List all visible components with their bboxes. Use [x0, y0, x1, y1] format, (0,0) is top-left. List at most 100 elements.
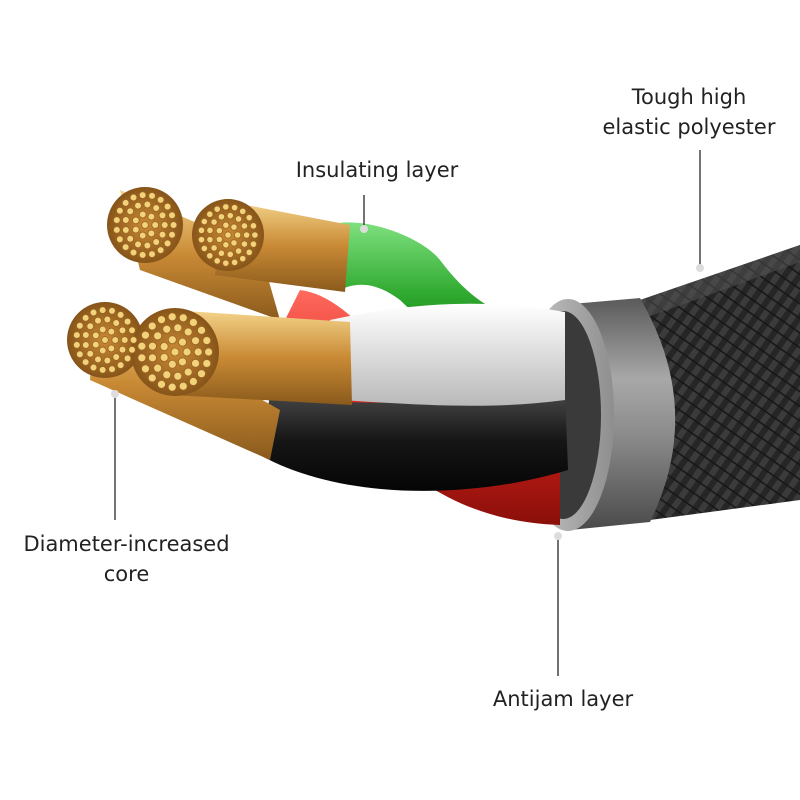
copper-strand-1 — [213, 257, 221, 265]
leader-dot-tough — [696, 264, 704, 272]
label-antijam-text: Antijam layer — [492, 687, 634, 711]
copper-strand-0 — [122, 216, 130, 224]
copper-strand-2 — [123, 317, 132, 326]
copper-strand-0 — [122, 226, 130, 234]
copper-strand-1 — [234, 215, 243, 223]
copper-strand-2 — [129, 336, 138, 344]
copper-strand-2 — [81, 314, 90, 322]
copper-strand-2 — [128, 326, 136, 335]
copper-strand-2 — [101, 336, 109, 344]
copper-strand-2 — [92, 331, 100, 340]
copper-strand-2 — [94, 355, 102, 364]
copper-strand-2 — [92, 340, 100, 349]
copper-strand-2 — [128, 345, 136, 354]
copper-strand-1 — [230, 258, 239, 266]
copper-strand-2 — [86, 322, 95, 331]
copper-strand-0 — [116, 206, 124, 215]
copper-strand-0 — [138, 231, 147, 240]
copper-strand-3 — [188, 318, 198, 327]
copper-strand-3 — [204, 347, 214, 357]
copper-strand-3 — [167, 359, 177, 369]
copper-strand-1 — [206, 226, 214, 234]
copper-strand-2 — [108, 365, 116, 373]
copper-strand-0 — [147, 212, 156, 221]
copper-strand-3 — [141, 330, 150, 340]
copper-strand-2 — [111, 336, 119, 344]
copper-strand-0 — [121, 243, 130, 251]
copper-strand-3 — [137, 341, 147, 351]
copper-strand-2 — [108, 307, 116, 315]
copper-strand-2 — [98, 325, 107, 334]
copper-strand-1 — [200, 244, 208, 253]
copper-strand-1 — [210, 244, 218, 252]
copper-strand-0 — [168, 230, 176, 239]
copper-strand-1 — [239, 207, 247, 215]
copper-strand-1 — [226, 212, 234, 220]
copper-strand-3 — [170, 347, 180, 357]
copper-strand-3 — [157, 315, 166, 325]
copper-strand-3 — [183, 327, 193, 337]
label-tough-line2: elastic polyester — [602, 115, 776, 139]
copper-strand-0 — [141, 221, 149, 229]
label-diameter-line1: Diameter-increased — [23, 532, 230, 556]
copper-strand-3 — [193, 347, 203, 357]
copper-strand-1 — [210, 218, 218, 226]
copper-strand-3 — [202, 359, 212, 368]
leader-lines — [114, 150, 701, 676]
label-diameter-line2: core — [103, 562, 150, 586]
copper-strand-2 — [116, 311, 125, 319]
copper-strand-2 — [98, 306, 107, 314]
copper-strand-1 — [200, 217, 208, 226]
copper-strand-3 — [173, 371, 183, 381]
copper-strand-1 — [234, 231, 242, 239]
copper-strand-0 — [168, 211, 176, 220]
copper-strand-0 — [163, 239, 172, 248]
copper-strand-3 — [191, 336, 200, 346]
copper-strand-3 — [188, 377, 198, 386]
copper-strand-1 — [230, 204, 239, 212]
copper-strand-0 — [129, 248, 138, 257]
copper-strand-0 — [129, 193, 138, 202]
copper-strand-3 — [147, 321, 157, 331]
copper-strand-0 — [143, 241, 152, 250]
copper-strand-2 — [116, 361, 125, 369]
copper-strand-0 — [169, 221, 178, 229]
copper-strand-1 — [226, 250, 234, 258]
copper-strand-1 — [222, 241, 230, 249]
copper-strand-1 — [242, 231, 251, 239]
copper-strand-0 — [132, 216, 140, 225]
label-tough-polyester: Tough high elastic polyester — [596, 82, 782, 142]
copper-strand-1 — [197, 226, 206, 234]
copper-strand-2 — [120, 336, 129, 344]
copper-strand-1 — [240, 240, 249, 248]
copper-strand-1 — [224, 231, 232, 239]
copper-strand-1 — [222, 203, 230, 211]
copper-strand-2 — [98, 346, 107, 355]
copper-strand-1 — [234, 247, 243, 255]
copper-strand-2 — [82, 341, 90, 349]
copper-strand-3 — [167, 335, 177, 345]
copper-strand-2 — [89, 308, 98, 317]
copper-strand-3 — [182, 347, 192, 357]
copper-strand-3 — [147, 373, 157, 383]
copper-strand-2 — [86, 349, 95, 358]
copper-strand-1 — [206, 210, 214, 218]
copper-strand-3 — [202, 336, 212, 345]
copper-strand-1 — [245, 214, 253, 222]
copper-strand-2 — [76, 350, 84, 359]
copper-strand-2 — [89, 363, 98, 372]
copper-strand-0 — [116, 235, 124, 244]
copper-strand-0 — [113, 216, 121, 224]
copper-strand-2 — [103, 315, 112, 324]
copper-strand-3 — [159, 353, 169, 362]
label-insulating-text: Insulating layer — [295, 158, 459, 182]
copper-strand-0 — [152, 238, 161, 246]
copper-strand-0 — [126, 207, 135, 216]
label-antijam-layer: Antijam layer — [488, 684, 638, 714]
copper-strand-0 — [113, 226, 121, 234]
copper-strand-0 — [134, 201, 142, 210]
leader-dots — [111, 225, 704, 540]
copper-strand-3 — [162, 370, 172, 380]
copper-strand-2 — [112, 353, 121, 361]
leader-dot-insulating — [360, 225, 368, 233]
